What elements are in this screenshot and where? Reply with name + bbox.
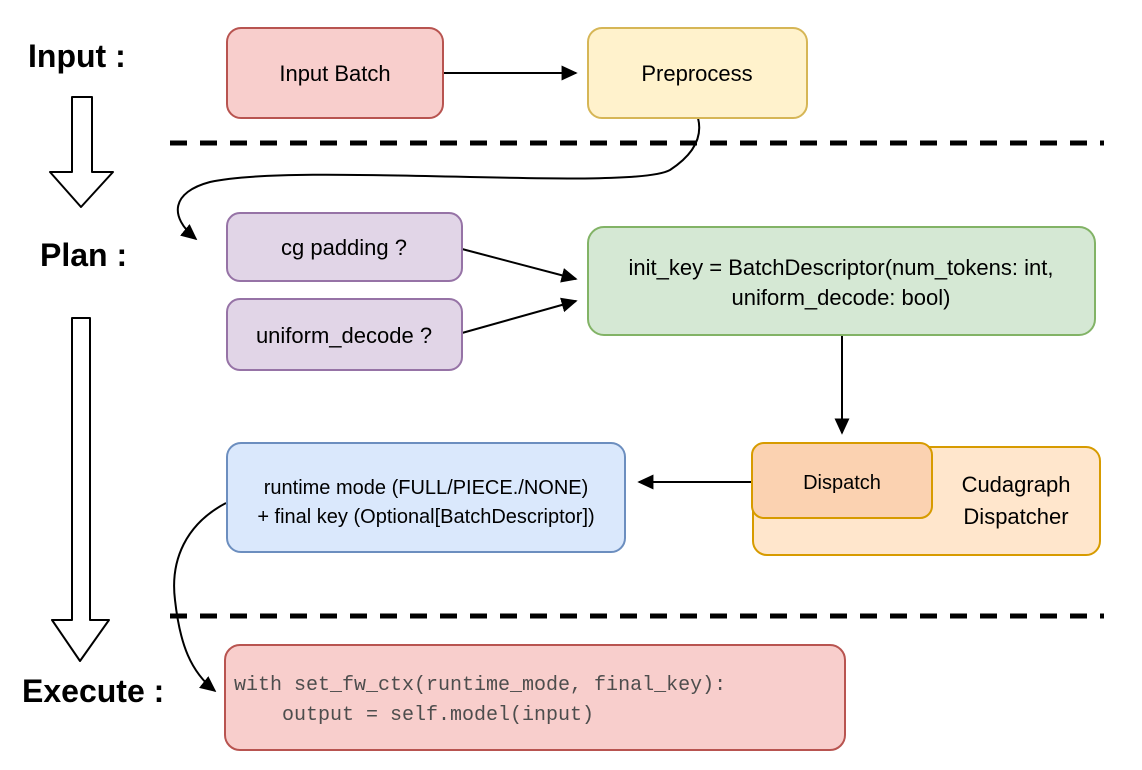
init-key-label-line1: init_key = BatchDescriptor(num_tokens: i…: [629, 255, 1054, 280]
execute-code-line2: output = self.model(input): [234, 704, 594, 727]
stage-label-execute: Execute :: [22, 673, 164, 709]
input-batch-label: Input Batch: [279, 61, 390, 86]
input-batch-box: [226, 27, 444, 119]
cudagraph-dispatcher-label-line2: Dispatcher: [963, 504, 1068, 529]
preprocess-box: [587, 27, 808, 119]
dispatch-box: [751, 442, 933, 519]
edge-cgpadding-to-initkey: [461, 248, 578, 283]
execute-code-line1: with set_fw_ctx(runtime_mode, final_key)…: [234, 674, 726, 697]
dispatch-label: Dispatch: [803, 472, 881, 494]
init-key-label-line2: uniform_decode: bool): [732, 285, 951, 310]
uniform-decode-box: [226, 298, 463, 371]
node-init-key: init_key = BatchDescriptor(num_tokens: i…: [587, 226, 1096, 336]
stage-label-plan: Plan :: [40, 237, 127, 273]
cg-padding-label: cg padding ?: [281, 235, 407, 260]
edge-runtimemode-to-executecode: [173, 502, 227, 693]
node-dispatch: Dispatch: [751, 442, 933, 519]
uniform-decode-label: uniform_decode ?: [256, 323, 432, 348]
preprocess-label: Preprocess: [641, 61, 752, 86]
cudagraph-dispatcher-label-line1: Cudagraph: [962, 472, 1071, 497]
node-preprocess: Preprocess: [587, 27, 808, 119]
input-stage-arrow-icon: [49, 96, 114, 208]
edge-uniformdecode-to-initkey: [461, 297, 578, 334]
node-cg-padding: cg padding ?: [226, 212, 463, 282]
node-runtime-mode: runtime mode (FULL/PIECE./NONE) + final …: [226, 442, 626, 553]
plan-stage-arrow-icon: [51, 317, 110, 662]
edge-preprocess-to-cgpadding: [176, 117, 701, 241]
execute-code-box: [224, 644, 846, 751]
stage-label-input: Input :: [28, 38, 126, 74]
runtime-mode-label-line2: + final key (Optional[BatchDescriptor]): [257, 506, 594, 528]
node-execute-code: with set_fw_ctx(runtime_mode, final_key)…: [224, 644, 846, 751]
runtime-mode-box: [226, 442, 626, 553]
runtime-mode-label-line1: runtime mode (FULL/PIECE./NONE): [264, 477, 589, 499]
node-input-batch: Input Batch: [226, 27, 444, 119]
cg-padding-box: [226, 212, 463, 282]
node-uniform-decode: uniform_decode ?: [226, 298, 463, 371]
init-key-box: [587, 226, 1096, 336]
